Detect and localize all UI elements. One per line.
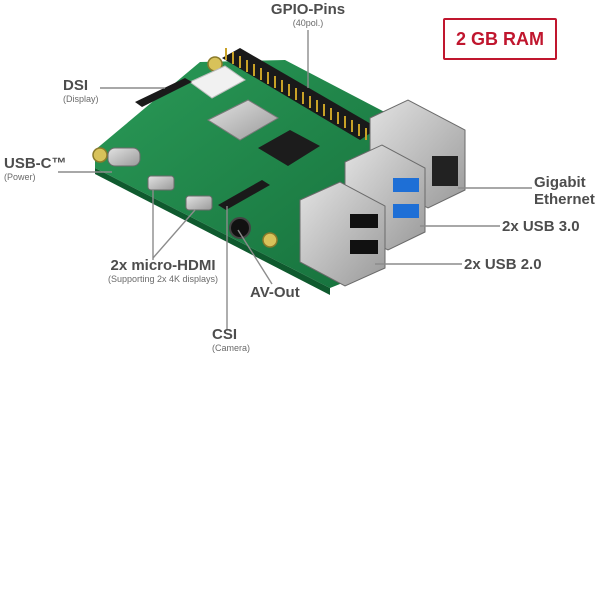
dsi-connector bbox=[135, 78, 192, 107]
gpio-pins bbox=[225, 48, 367, 140]
ethernet-title-line1: Gigabit bbox=[534, 174, 586, 191]
usb2-socket-top bbox=[350, 214, 378, 228]
av-jack bbox=[229, 217, 251, 239]
usbc-label: USB-C™ (Power) bbox=[4, 155, 67, 183]
ethernet-label: Gigabit Ethernet bbox=[534, 174, 595, 209]
hdmi-title: 2x micro-HDMI bbox=[110, 257, 216, 274]
hdmi-note: (Supporting 2x 4K displays) bbox=[107, 274, 219, 285]
usbc-note: (Power) bbox=[4, 172, 36, 183]
csi-title: CSI bbox=[212, 326, 238, 343]
ethernet-socket bbox=[432, 156, 458, 186]
hdmi-leader-2 bbox=[152, 209, 196, 259]
dsi-note: (Display) bbox=[63, 94, 99, 105]
micro-hdmi-port-1 bbox=[147, 175, 175, 191]
usb3-socket-top bbox=[393, 178, 419, 192]
usb2-socket-bottom bbox=[350, 240, 378, 254]
ram-badge: 2 GB RAM bbox=[443, 18, 557, 60]
usbc-title: USB-C™ bbox=[4, 155, 67, 172]
csi-note: (Camera) bbox=[212, 343, 251, 354]
gpio-note: (40pol.) bbox=[292, 18, 324, 29]
avout-leader bbox=[237, 229, 273, 285]
soc-chip bbox=[206, 99, 279, 141]
ram-chip bbox=[258, 130, 320, 166]
avout-label: AV-Out bbox=[250, 284, 300, 301]
leader-lines bbox=[58, 30, 532, 330]
usb2-title: 2x USB 2.0 bbox=[464, 256, 542, 273]
usb3-title: 2x USB 3.0 bbox=[502, 218, 580, 235]
mount-hole bbox=[92, 147, 108, 163]
wifi-module bbox=[189, 65, 246, 99]
csi-connector bbox=[218, 180, 270, 210]
usb2-label: 2x USB 2.0 bbox=[464, 256, 542, 273]
gpio-label: GPIO-Pins (40pol.) bbox=[258, 1, 358, 29]
avout-title: AV-Out bbox=[250, 284, 300, 301]
gpio-title: GPIO-Pins bbox=[270, 1, 346, 18]
usb3-label: 2x USB 3.0 bbox=[502, 218, 580, 235]
mount-hole bbox=[262, 232, 278, 248]
dsi-title: DSI bbox=[63, 77, 89, 94]
csi-label: CSI (Camera) bbox=[212, 326, 250, 354]
usb2-stack bbox=[299, 181, 386, 287]
usb3-socket-bottom bbox=[393, 204, 419, 218]
ethernet-title-line2: Ethernet bbox=[534, 191, 595, 209]
micro-hdmi-port-2 bbox=[185, 195, 213, 211]
usbc-port bbox=[107, 147, 141, 167]
dsi-label: DSI (Display) bbox=[63, 77, 99, 105]
hdmi-label: 2x micro-HDMI (Supporting 2x 4K displays… bbox=[88, 257, 238, 285]
pcb-edge bbox=[95, 168, 330, 295]
